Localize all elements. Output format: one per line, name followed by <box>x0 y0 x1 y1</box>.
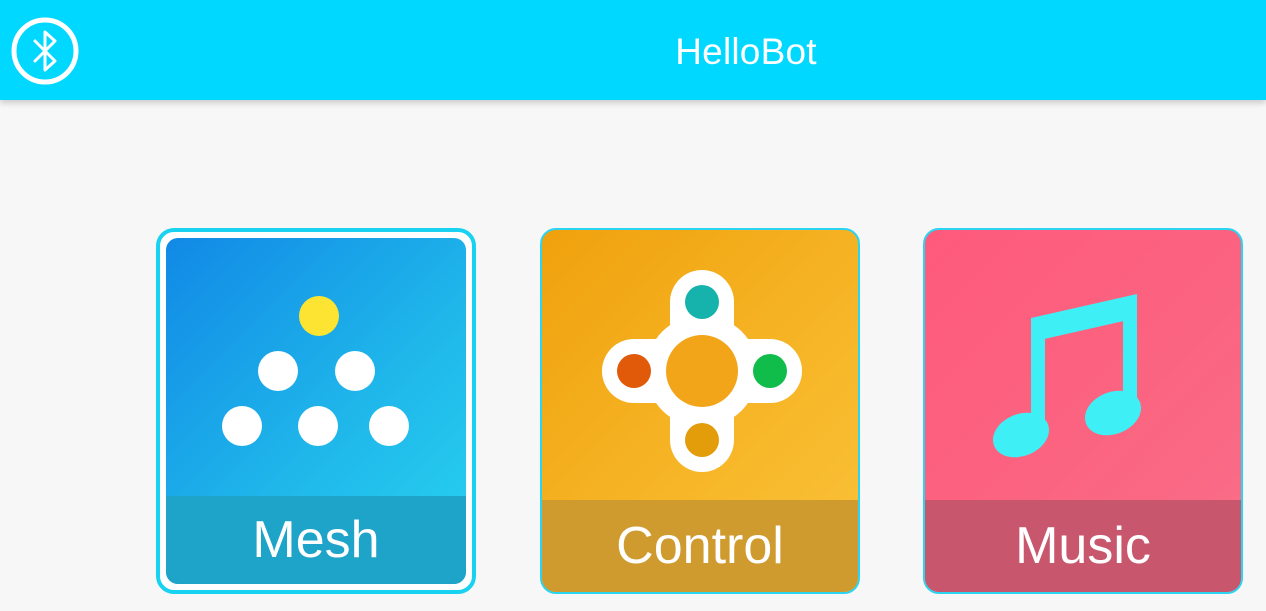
tile-music[interactable]: Music <box>923 228 1243 594</box>
mesh-dots-icon <box>222 296 409 446</box>
tile-music-label: Music <box>925 500 1241 592</box>
gamepad-dpad-icon <box>602 270 802 472</box>
music-note-icon <box>992 294 1142 458</box>
app-bar: HelloBot <box>0 0 1266 100</box>
tile-mesh[interactable]: Mesh <box>156 228 476 594</box>
tile-mesh-label: Mesh <box>166 496 466 584</box>
bluetooth-button[interactable] <box>9 15 81 87</box>
app-title: HelloBot <box>675 31 817 72</box>
bluetooth-icon <box>11 17 79 85</box>
tile-control[interactable]: Control <box>540 228 860 594</box>
tile-control-label: Control <box>542 500 858 592</box>
